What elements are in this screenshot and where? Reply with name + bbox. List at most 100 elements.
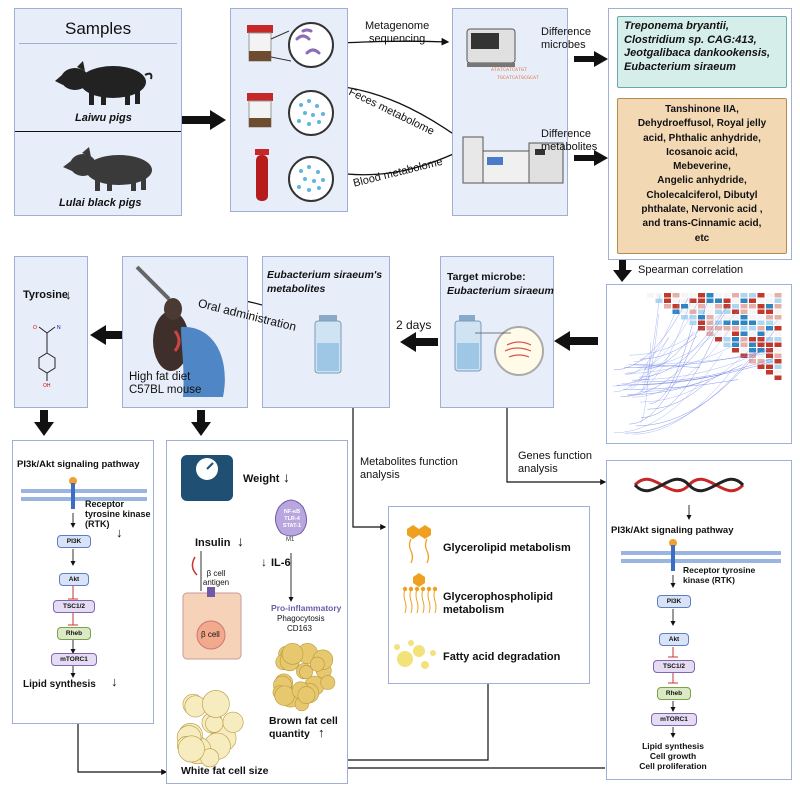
cd163-label: CD163	[287, 624, 312, 633]
diff-microbes-label: Difference microbes	[541, 26, 591, 52]
metabolite-10: etc	[694, 232, 710, 244]
mtorc1-node-right: mTORC1	[651, 713, 697, 726]
samples-title: Samples	[65, 19, 132, 38]
glycerophospholipid-label: Glycerophospholipid metabolism	[443, 591, 553, 617]
phenotype-icons	[181, 455, 307, 660]
il6-label: IL-6	[271, 557, 291, 569]
block-arrow-to-metabolites	[574, 150, 608, 166]
two-days-label: 2 days	[396, 318, 432, 332]
tsc-node-left: TSC1/2	[53, 600, 95, 613]
target-microbe-panel: Target microbe: Eubacterium siraeum	[440, 256, 554, 408]
metabolite-4: Icosanoic acid,	[666, 146, 738, 158]
svg-text:ATATCATCATGT: ATATCATCATGT	[491, 67, 527, 73]
receptor-right-line1: Receptor tyrosine	[683, 565, 756, 575]
il6-down: ↓	[261, 555, 267, 569]
m1-tlr4: TLR-4	[284, 516, 300, 522]
block-arrow-down-left	[34, 410, 54, 436]
glycerophospholipid-line2: metabolism	[443, 604, 505, 616]
mouse-line2: C57BL mouse	[129, 384, 202, 396]
blood-tube-icon	[255, 149, 334, 202]
receptor-left-line1: Receptor	[85, 499, 125, 509]
receptor-right-line2: kinase (RTK)	[683, 575, 735, 585]
feces-metabolome-jar-icon	[247, 90, 334, 136]
tyrosine-panel: Tyrosine ↓ O N OH	[14, 256, 88, 408]
right-out-growth: Cell growth	[649, 751, 697, 761]
pi3k-left-panel: PI3k/Akt signaling pathway Receptor tyro…	[12, 440, 154, 724]
block-arrow-to-target	[554, 331, 598, 351]
metabolite-6: Angelic anhydride,	[657, 175, 747, 187]
glycerolipid-icon	[407, 525, 431, 564]
weight-down: ↓	[283, 469, 290, 485]
samples-header	[19, 13, 177, 44]
spearman-label: Spearman correlation	[638, 264, 744, 276]
diff-metabolites-label: Difference metabolites	[541, 128, 597, 154]
lulai-label: Lulai black pigs	[59, 197, 142, 209]
right-out-proliferation: Cell proliferation	[639, 761, 707, 771]
metab-func-line2: analysis	[360, 469, 400, 481]
glycerophospholipid-line1: Glycerophospholipid	[443, 591, 554, 603]
right-out-lipid: Lipid synthesis	[642, 741, 704, 751]
lipid-synthesis-left: Lipid synthesis	[23, 679, 96, 690]
laiwu-label: Laiwu pigs	[75, 112, 132, 124]
sample-tubes-panel	[230, 8, 348, 212]
diff-metabolites-line1: Difference	[541, 128, 591, 140]
rheb-node-right: Rheb	[657, 687, 691, 700]
mouse-label: High fat diet C57BL mouse	[129, 371, 201, 397]
glycerolipid-label: Glycerolipid metabolism	[443, 542, 571, 554]
receptor-left-line2: tyrosine kinase	[85, 509, 151, 519]
metabolite-2: Dehydroeffusol, Royal jelly	[637, 118, 767, 130]
phenotype-panel: Weight ↓ Insulin ↓ NF-κB TLR-4 STAT-1 M1…	[166, 440, 348, 784]
brown-fat-line2: quantity	[269, 728, 310, 740]
akt-node-left: Akt	[59, 573, 89, 586]
lulai-pig-icon	[63, 147, 152, 191]
brown-fat-cells-icon	[272, 643, 336, 712]
brown-fat-line1: Brown fat cell	[269, 715, 338, 727]
proinflammatory-label: Pro-inflammatory	[271, 603, 342, 613]
metagenome-label: Metagenome sequencing	[365, 20, 429, 46]
block-arrow-samples-to-tubes	[182, 110, 226, 130]
instruments-panel: ATATCATCATGT TGCATCATGCGCAT	[452, 8, 568, 216]
metabolite-1: Tanshinone IIA,	[665, 104, 739, 115]
brown-fat-up: ↑	[318, 725, 325, 740]
microbes-box: Treponema bryantii, Clostridium sp. CAG:…	[617, 16, 787, 88]
es-metab-line2: metabolites	[267, 283, 326, 295]
fatty-acid-label: Fatty acid degradation	[443, 651, 561, 663]
white-fat-cells-icon	[176, 690, 244, 768]
target-title: Target microbe:	[447, 271, 526, 283]
glycerophospholipid-icon	[402, 573, 438, 614]
metabolites-list: Tanshinone IIA, Dehydroeffusol, Royal je…	[618, 99, 786, 250]
genes-func-line2: analysis	[518, 463, 558, 475]
samples-divider	[15, 131, 181, 132]
metabolite-5: Mebeverine,	[673, 161, 731, 173]
pi3k-right-panel: PI3k/Akt signaling pathway Receptor tyro…	[606, 460, 792, 780]
metagenome-line2: sequencing	[368, 33, 426, 45]
mass-spectrometer-icon	[462, 136, 564, 184]
block-arrow-to-microbes	[574, 51, 608, 67]
block-arrow-to-es-metab	[400, 332, 438, 352]
rheb-node-left: Rheb	[57, 627, 91, 640]
microbe-4: Eubacterium siraeum	[624, 60, 736, 73]
pi3k-left-title: PI3k/Akt signaling pathway	[17, 459, 140, 470]
beta-antigen-line1: β cell	[206, 569, 226, 578]
akt-node-right: Akt	[659, 633, 689, 646]
mouse-gavage-icon	[135, 265, 225, 397]
target-name: Eubacterium siraeum	[447, 285, 554, 297]
white-fat-label: White fat cell size	[181, 765, 269, 777]
feces-jar-icon	[247, 22, 334, 68]
insulin-down: ↓	[237, 533, 244, 549]
metab-func-line1: Metabolites function	[360, 456, 458, 468]
m1-labels: NF-κB TLR-4 STAT-1	[279, 509, 305, 530]
metabolite-7: Cholecalciferol, Dibutyl	[646, 189, 758, 201]
weight-label: Weight	[243, 473, 280, 485]
diff-microbes-line2: microbes	[541, 39, 586, 51]
m1-label: M1	[286, 537, 295, 543]
pi3k-right-title: PI3k/Akt signaling pathway	[611, 525, 734, 536]
diff-microbes-line1: Difference	[541, 26, 591, 38]
mtorc1-node-left: mTORC1	[51, 653, 97, 666]
fatty-acid-droplets-icon	[394, 640, 436, 669]
pi3k-node-left: PI3K	[57, 535, 91, 548]
block-arrow-to-tyrosine	[90, 325, 122, 345]
brown-fat-label: Brown fat cell quantity	[269, 715, 338, 741]
tsc-node-right: TSC1/2	[653, 660, 695, 673]
